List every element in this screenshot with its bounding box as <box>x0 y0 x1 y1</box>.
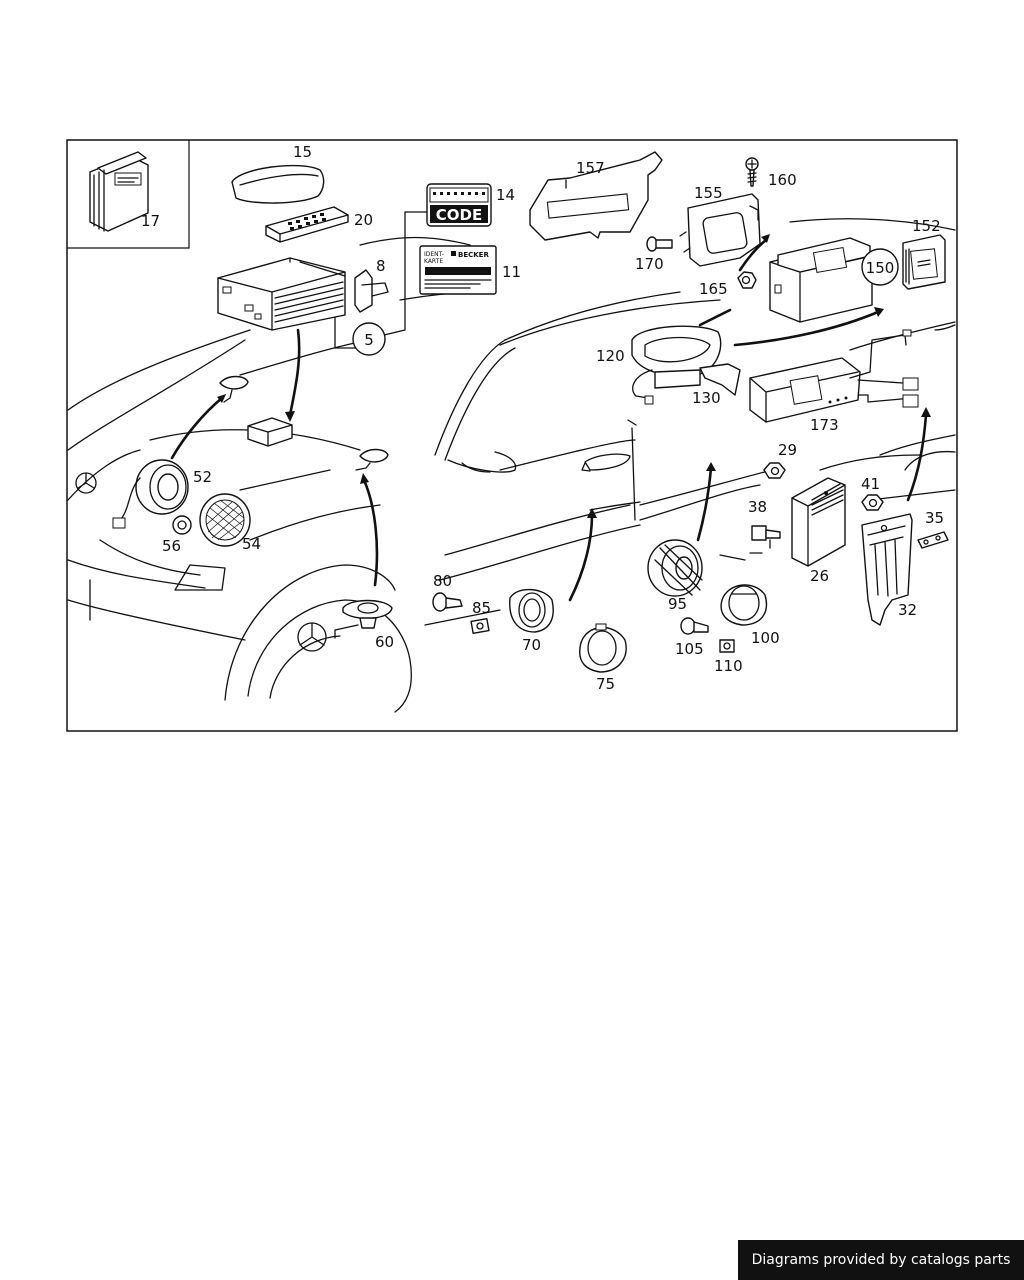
callout-56: 56 <box>162 537 181 555</box>
ring-75-part <box>579 623 627 673</box>
speaker-120-part <box>631 325 722 405</box>
callout-155: 155 <box>694 184 723 202</box>
callout-52: 52 <box>193 468 212 486</box>
remote-pouch-part <box>231 164 325 204</box>
callout-17: 17 <box>141 212 160 230</box>
module-173-part <box>749 329 919 423</box>
callout-41: 41 <box>861 475 880 493</box>
nut-29-part <box>763 462 786 479</box>
callout-150: 150 <box>866 259 895 277</box>
callout-165: 165 <box>699 280 728 298</box>
connector-35-part <box>917 531 949 549</box>
inset-frame <box>67 140 190 249</box>
callout-75: 75 <box>596 675 615 693</box>
nut-165-part <box>737 271 757 289</box>
screw-80-part <box>432 592 463 612</box>
callout-100: 100 <box>751 629 780 647</box>
callout-130: 130 <box>692 389 721 407</box>
callout-170: 170 <box>635 255 664 273</box>
callout-110: 110 <box>714 657 743 675</box>
screw-160-part <box>745 157 759 187</box>
ident-card-brand: BECKER <box>458 251 489 259</box>
callout-26: 26 <box>810 567 829 585</box>
diagram-frame <box>66 139 958 732</box>
stud-38-part <box>751 525 781 549</box>
callout-157: 157 <box>576 159 605 177</box>
bracket-part <box>529 151 663 241</box>
callout-173: 173 <box>810 416 839 434</box>
screw-170-part <box>646 236 673 252</box>
tweeter-left-part <box>219 375 249 403</box>
callout-15: 15 <box>293 143 312 161</box>
callout-5-circle <box>352 322 386 356</box>
callout-160: 160 <box>768 171 797 189</box>
clip-110-part <box>719 639 735 653</box>
callout-150-circle <box>861 248 899 286</box>
callout-38: 38 <box>748 498 767 516</box>
leader-lines <box>170 211 931 626</box>
speaker-100-part <box>720 584 768 626</box>
callout-120: 120 <box>596 347 625 365</box>
callout-85: 85 <box>472 599 491 617</box>
remote-control-part <box>265 206 349 243</box>
nut-56-part <box>172 515 192 535</box>
callout-35: 35 <box>925 509 944 527</box>
owners-manual-part <box>89 151 149 232</box>
ident-card-line-2: KARTE <box>424 258 443 265</box>
callout-14: 14 <box>496 186 515 204</box>
callout-105: 105 <box>675 640 704 658</box>
callout-60: 60 <box>375 633 394 651</box>
code-card-part: CODE <box>426 183 492 227</box>
callout-labels: 15 20 17 14 11 8 5 157 155 160 170 165 1… <box>141 143 944 693</box>
callout-54: 54 <box>242 535 261 553</box>
speaker-60-part <box>334 599 393 639</box>
screw-105-part <box>680 617 709 635</box>
diagram-credit: Diagrams provided by catalogs parts <box>738 1240 1024 1280</box>
callout-70: 70 <box>522 636 541 654</box>
radio-unit-part <box>217 257 346 331</box>
amplifier-unit-part <box>769 237 873 323</box>
clip-nut-85-part <box>470 618 490 634</box>
ident-card-line-1: IDENT- <box>424 251 444 258</box>
callout-152: 152 <box>912 217 941 235</box>
callout-20: 20 <box>354 211 373 229</box>
ident-card-part: IDENT- KARTE BECKER <box>419 245 497 295</box>
bracket-32-part <box>861 513 913 626</box>
speaker-70-part <box>509 588 554 633</box>
callout-95: 95 <box>668 595 687 613</box>
callout-80: 80 <box>433 572 452 590</box>
speaker-95-part <box>647 539 703 597</box>
mounting-clip-part <box>354 269 389 313</box>
callout-5: 5 <box>364 331 374 349</box>
gasket-130-part <box>699 363 741 396</box>
mounting-plate-part <box>679 193 761 267</box>
cover-152-part <box>902 234 946 290</box>
speaker-52-part <box>112 459 189 529</box>
nut-41-part <box>861 494 884 511</box>
code-card-text: CODE <box>436 206 482 224</box>
callout-32: 32 <box>898 601 917 619</box>
callout-11: 11 <box>502 263 521 281</box>
cassette-part <box>247 417 293 447</box>
module-26-part <box>791 477 846 567</box>
grille-54-part <box>199 493 251 547</box>
callout-29: 29 <box>778 441 797 459</box>
callout-8: 8 <box>376 257 386 275</box>
tweeter-right-part <box>355 448 389 471</box>
